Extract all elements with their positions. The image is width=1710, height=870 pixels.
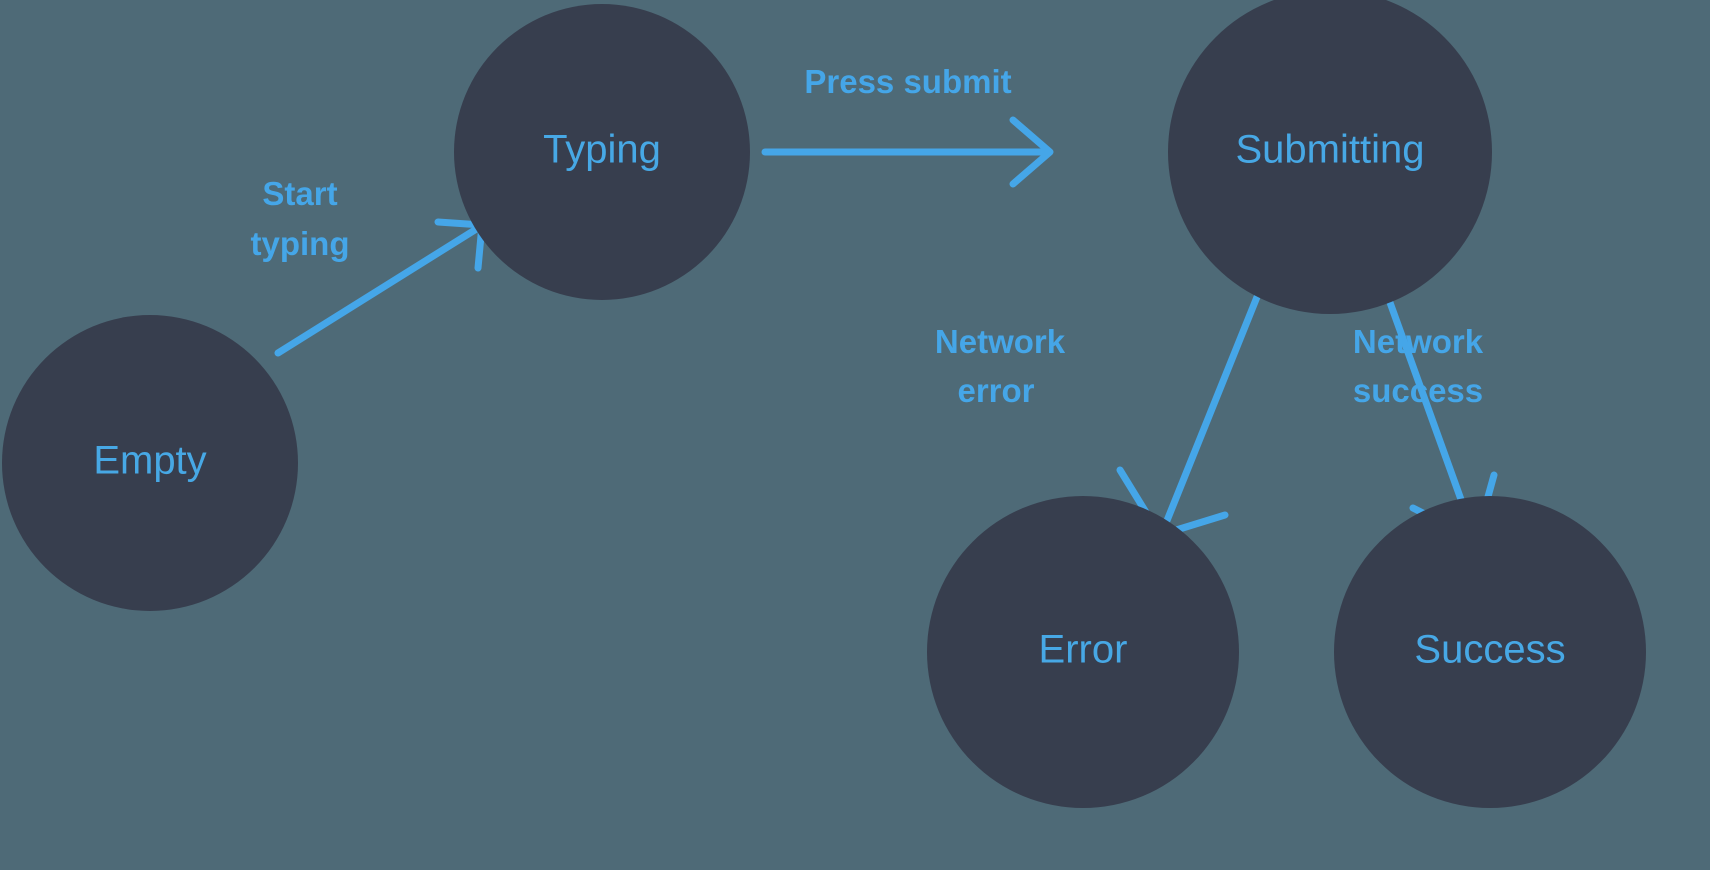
edge-label-network-success-line1: Network [1353, 323, 1484, 360]
edge-label-start-typing-line1: Start [262, 175, 337, 212]
node-empty-label: Empty [93, 439, 206, 483]
edge-typing-to-submitting-arrowhead [1009, 116, 1054, 188]
edge-empty-to-typing-line [274, 224, 482, 357]
node-submitting-label: Submitting [1236, 128, 1425, 172]
edge-label-network-success: Network success [1353, 323, 1484, 409]
node-typing-label: Typing [543, 128, 661, 172]
edge-label-network-success-line2: success [1353, 372, 1483, 409]
edge-label-press-submit: Press submit [804, 63, 1011, 100]
node-error-label: Error [1039, 628, 1128, 672]
node-typing[interactable]: Typing [454, 4, 750, 300]
edge-label-press-submit-line1: Press submit [804, 63, 1011, 100]
node-submitting[interactable]: Submitting [1168, 0, 1492, 314]
edge-submitting-to-success-line [1384, 293, 1476, 534]
edge-label-network-error-line2: error [957, 372, 1034, 409]
node-success-circle [1334, 496, 1646, 808]
node-success[interactable]: Success [1334, 496, 1646, 808]
node-error[interactable]: Error [927, 496, 1239, 808]
node-error-circle [927, 496, 1239, 808]
edge-submitting-to-error[interactable] [1116, 293, 1261, 539]
edge-label-network-error: Network error [935, 323, 1066, 409]
edge-label-network-error-line1: Network [935, 323, 1066, 360]
edge-submitting-to-error-line [1160, 293, 1261, 532]
node-submitting-circle [1168, 0, 1492, 314]
edge-typing-to-submitting[interactable] [761, 116, 1054, 188]
edge-label-start-typing: Start typing [251, 175, 350, 262]
node-success-label: Success [1414, 628, 1565, 672]
node-empty-circle [2, 315, 298, 611]
node-typing-circle [454, 4, 750, 300]
node-empty[interactable]: Empty [2, 315, 298, 611]
edge-label-start-typing-line2: typing [251, 225, 350, 262]
